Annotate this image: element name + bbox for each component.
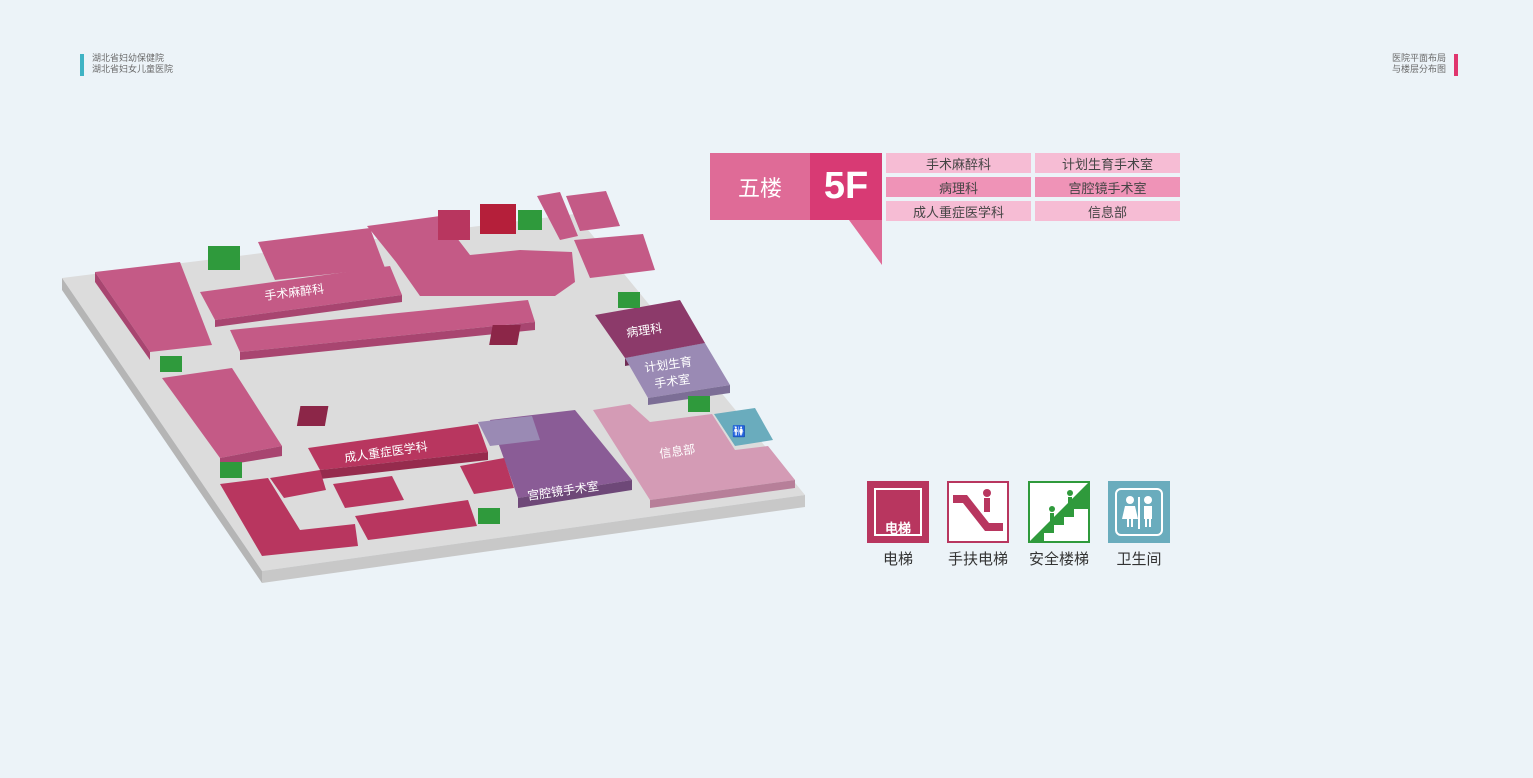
block-icu [308,424,488,479]
block-bottom-left [220,458,514,556]
page-title-line1: 医院平面布局 [1391,54,1446,64]
page-title-line2: 与楼层分布图 [1391,65,1446,75]
department-item: 病理科 [886,177,1031,197]
block-left-mid [162,368,282,466]
svg-text:🚻: 🚻 [732,425,746,438]
department-item: 计划生育手术室 [1035,153,1180,173]
map-label-family-planning-1: 计划生育 [643,353,693,375]
legend-label-escalator: 手扶电梯 [947,550,1008,568]
department-item: 手术麻醉科 [886,153,1031,173]
org-name: 湖北省妇幼保健院 湖北省妇女儿童医院 [80,54,173,76]
legend-restroom: 卫生间 [1108,481,1170,569]
legend-label-restroom: 卫生间 [1116,550,1162,568]
department-item: 信息部 [1035,201,1180,221]
floor-badge: 五楼 5F [710,153,882,220]
floor-slab-front-edge [262,495,805,583]
floor-code: 5F [810,153,882,220]
map-label-pathology: 病理科 [625,320,663,340]
page-title: 医院平面布局 与楼层分布图 [1392,54,1458,76]
department-item: 宫腔镜手术室 [1035,177,1180,197]
floor-badge-pointer [849,220,882,265]
legend-label-stairs: 安全楼梯 [1028,550,1089,568]
map-label-surgery: 手术麻醉科 [264,281,325,303]
elevator-icon-text: 电梯 [884,522,911,537]
org-name-line1: 湖北省妇幼保健院 [92,54,165,64]
block-surgery [200,228,402,327]
department-item: 成人重症医学科 [886,201,1031,221]
escalator-icon [947,481,1009,543]
stairs-markers [160,210,710,524]
elevator-markers [296,204,521,426]
block-family-planning [625,343,730,405]
map-label-family-planning-2: 手术室 [653,371,691,391]
legend-stairs: 安全楼梯 [1028,481,1090,569]
restroom-icon: 🚻 [714,408,773,446]
block-topleft-wing [95,262,212,360]
block-corridor [230,300,535,360]
map-label-info: 信息部 [658,441,696,461]
elevator-icon: 电梯 [867,481,929,543]
block-info [593,404,795,508]
org-name-line2: 湖北省妇女儿童医院 [92,65,174,75]
restroom-legend-icon [1108,481,1170,543]
legend-label-elevator: 电梯 [882,550,913,568]
stairs-icon [1028,481,1090,543]
block-hysteroscopy [478,410,632,508]
floor-slab-left-edge [62,278,262,583]
legend-escalator: 手扶电梯 [947,481,1009,569]
legend-elevator: 电梯 电梯 [867,481,929,569]
block-top-center [367,191,655,296]
floor-name: 五楼 [710,153,810,220]
